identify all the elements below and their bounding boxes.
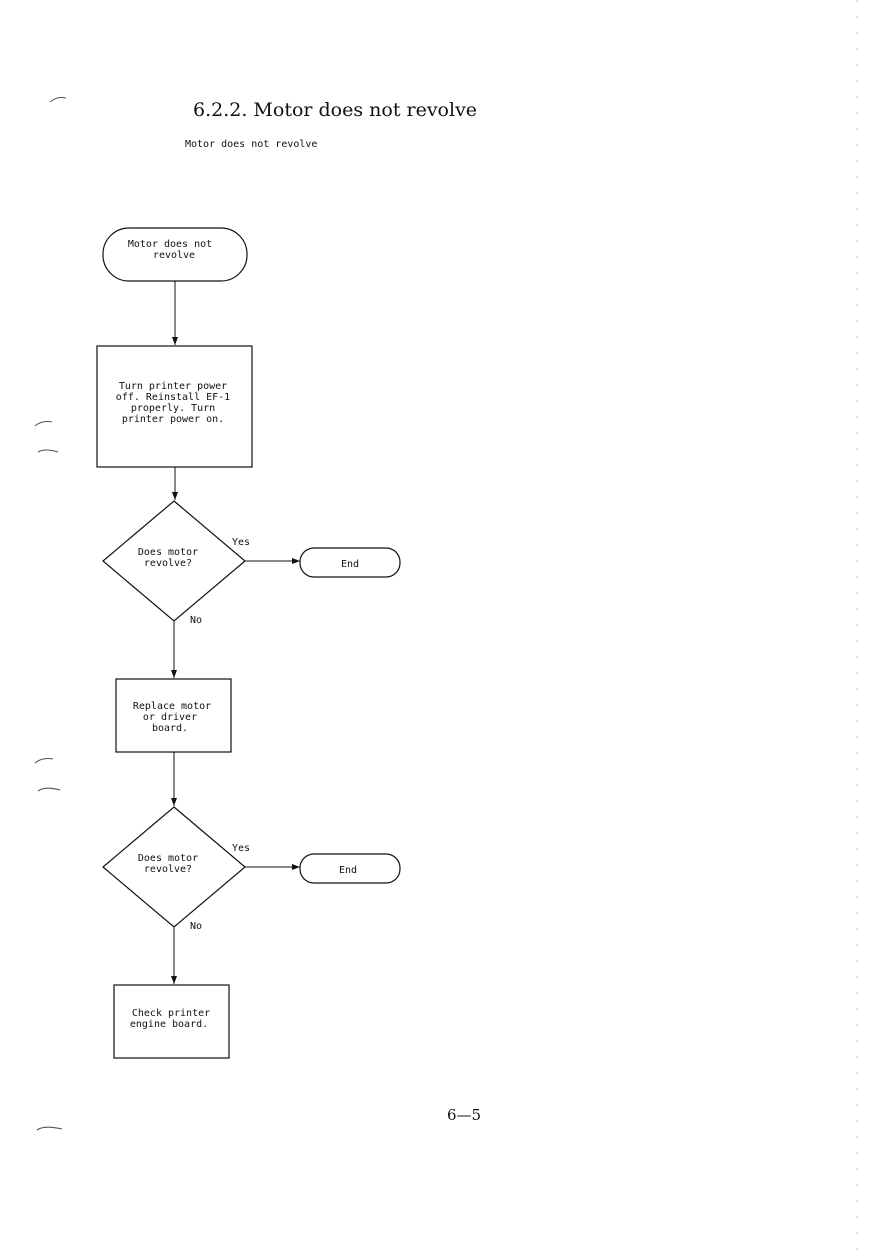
decision1-text-line-1: Does motor	[138, 547, 198, 558]
decision1-yes-label: Yes	[232, 537, 250, 548]
end1-terminator: End	[299, 547, 401, 578]
end2-terminator: End	[299, 853, 401, 884]
start-text-line-1: Motor does not	[128, 239, 212, 250]
start-terminator: Motor does not revolve	[102, 227, 248, 282]
end2-text: End	[339, 865, 357, 876]
step2-text-line-2: or driver	[143, 712, 197, 723]
step2-process-box: Replace motor or driver board.	[115, 678, 232, 753]
decision1-diamond: Does motor revolve?	[102, 500, 246, 622]
decision2-no-label: No	[190, 921, 202, 932]
step3-text-line-2: engine board.	[130, 1019, 208, 1030]
page-number: 6—5	[447, 1106, 482, 1124]
decision2-text-line-1: Does motor	[138, 853, 198, 864]
decision1-no-label: No	[190, 615, 202, 626]
decision2-diamond: Does motor revolve?	[102, 806, 246, 928]
step3-text-line-1: Check printer	[132, 1008, 210, 1019]
start-text-line-2: revolve	[153, 250, 195, 261]
decision1-text-line-2: revolve?	[144, 558, 192, 569]
step2-text-line-3: board.	[152, 723, 188, 734]
margin-marks	[34, 96, 67, 1131]
step1-text-line-4: printer power on.	[122, 414, 224, 425]
section-heading: 6.2.2. Motor does not revolve	[193, 99, 478, 121]
decision2-yes-label: Yes	[232, 843, 250, 854]
step1-text-line-2: off. Reinstall EF-1	[116, 392, 230, 403]
step1-process-box: Turn printer power off. Reinstall EF-1 p…	[96, 345, 253, 468]
step1-text-line-1: Turn printer power	[119, 381, 227, 392]
step3-process-box: Check printer engine board.	[113, 984, 230, 1059]
end1-text: End	[341, 559, 359, 570]
section-subheading: Motor does not revolve	[185, 139, 318, 150]
step2-text-line-1: Replace motor	[133, 701, 211, 712]
decision2-text-line-2: revolve?	[144, 864, 192, 875]
step1-text-line-3: properly. Turn	[131, 403, 215, 414]
